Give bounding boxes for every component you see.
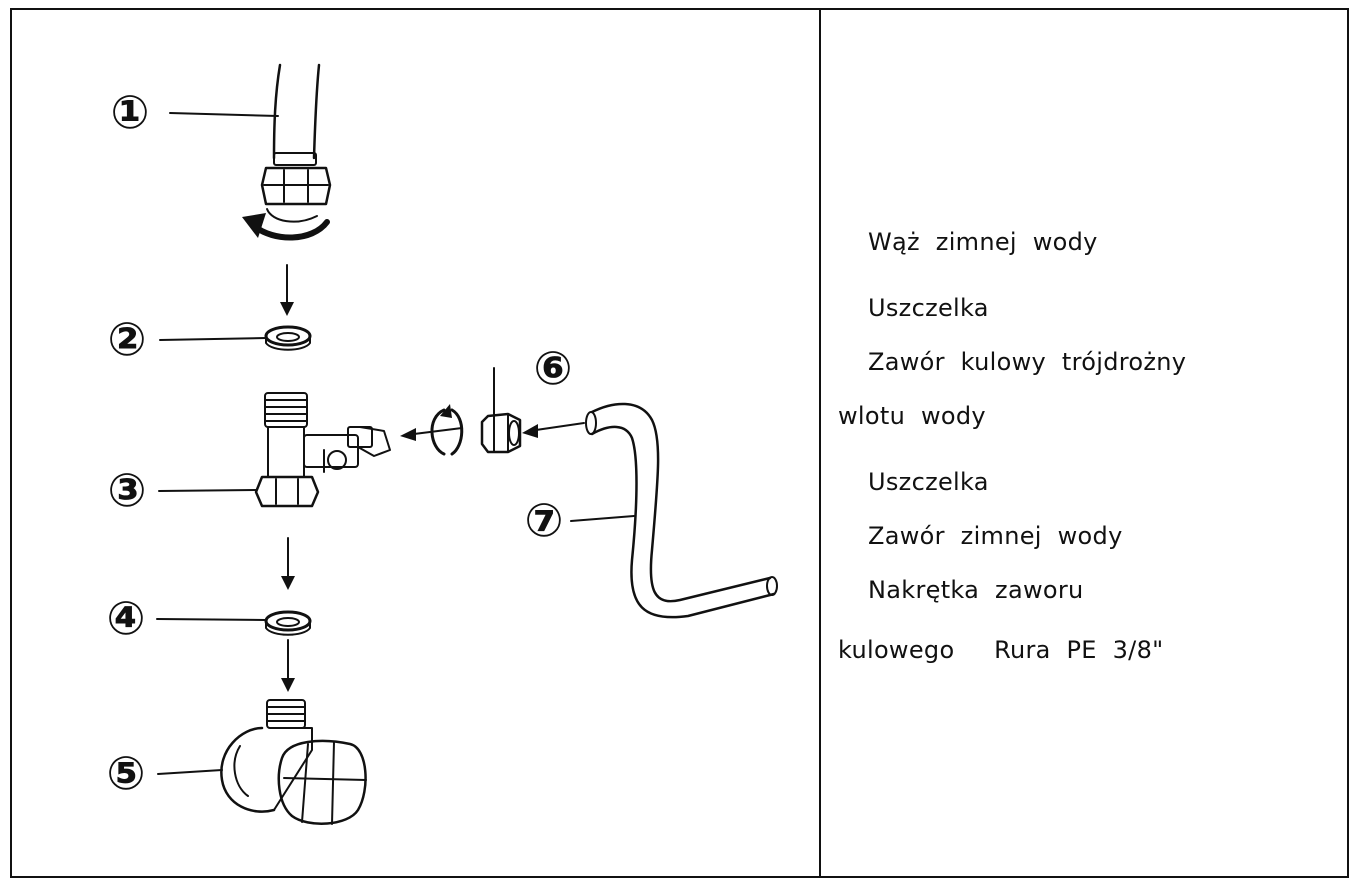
- three-way-valve-icon: [254, 392, 391, 508]
- down-arrow-icon: [280, 264, 294, 316]
- pe-pipe-icon: [585, 402, 778, 619]
- legend-panel: Wąż zimnej wody Uszczelka Zawór kulowy t…: [822, 10, 1347, 876]
- legend-line-1: Wąż zimnej wody: [868, 228, 1098, 256]
- left-arrow-icon: [522, 422, 585, 438]
- rotate-arrow-icon: [242, 213, 330, 241]
- callout-3: ③: [108, 463, 147, 517]
- legend-line-8: kulowego Rura PE 3/8": [838, 636, 1164, 664]
- leader-lines: [156, 112, 635, 775]
- legend-line-2: Uszczelka: [868, 294, 989, 322]
- cold-water-hose-icon: [260, 63, 332, 223]
- callout-6: ⑥: [534, 341, 573, 395]
- column-divider: [819, 8, 821, 878]
- legend-line-5: Uszczelka: [868, 468, 989, 496]
- callout-1: ①: [111, 85, 150, 139]
- outer-frame: [10, 8, 1349, 878]
- callout-5: ⑤: [107, 746, 146, 800]
- legend-line-6: Zawór zimnej wody: [868, 522, 1123, 550]
- left-arrow-icon: [400, 427, 463, 441]
- legend-line-3: Zawór kulowy trójdrożny: [868, 348, 1187, 376]
- installation-diagram: ① ② ③ ④ ⑤ ⑥ ⑦: [107, 63, 778, 825]
- ball-valve-nut-icon: [480, 412, 522, 454]
- legend-line-7: Nakrętka zaworu: [868, 576, 1084, 604]
- legend-line-4: wlotu wody: [838, 402, 986, 430]
- down-arrow-icon: [281, 537, 295, 590]
- callout-2: ②: [108, 312, 147, 366]
- gasket-icon: [264, 325, 312, 351]
- cold-water-valve-icon: [220, 699, 367, 825]
- callout-7: ⑦: [525, 493, 564, 547]
- callout-4: ④: [107, 591, 146, 645]
- gasket-icon: [264, 610, 312, 636]
- small-rotate-arrow-icon: [430, 404, 464, 456]
- down-arrow-icon: [281, 639, 295, 692]
